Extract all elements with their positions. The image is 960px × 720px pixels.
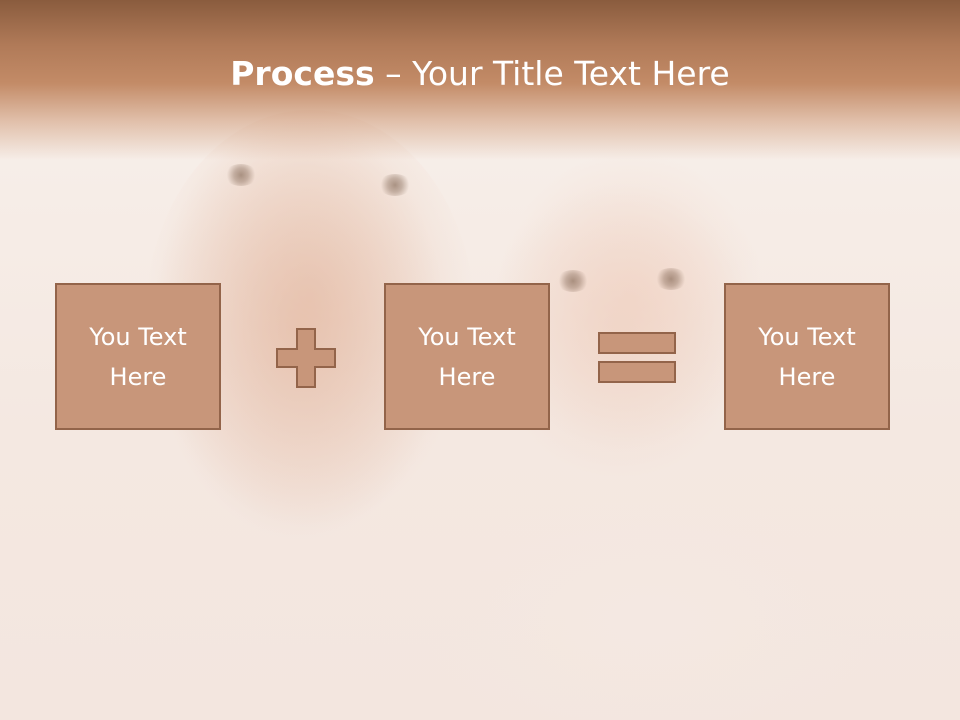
- title-strong: Process: [230, 54, 375, 93]
- equals-icon: [598, 332, 676, 383]
- eye: [556, 270, 590, 292]
- eye: [378, 174, 412, 196]
- eye: [654, 268, 688, 290]
- eye: [224, 164, 258, 186]
- title-dash: –: [374, 54, 413, 93]
- title-rest: Your Title Text Here: [412, 54, 730, 93]
- plus-icon: [276, 328, 336, 388]
- slide-title[interactable]: Process – Your Title Text Here: [0, 52, 960, 96]
- title-bar: [0, 0, 960, 160]
